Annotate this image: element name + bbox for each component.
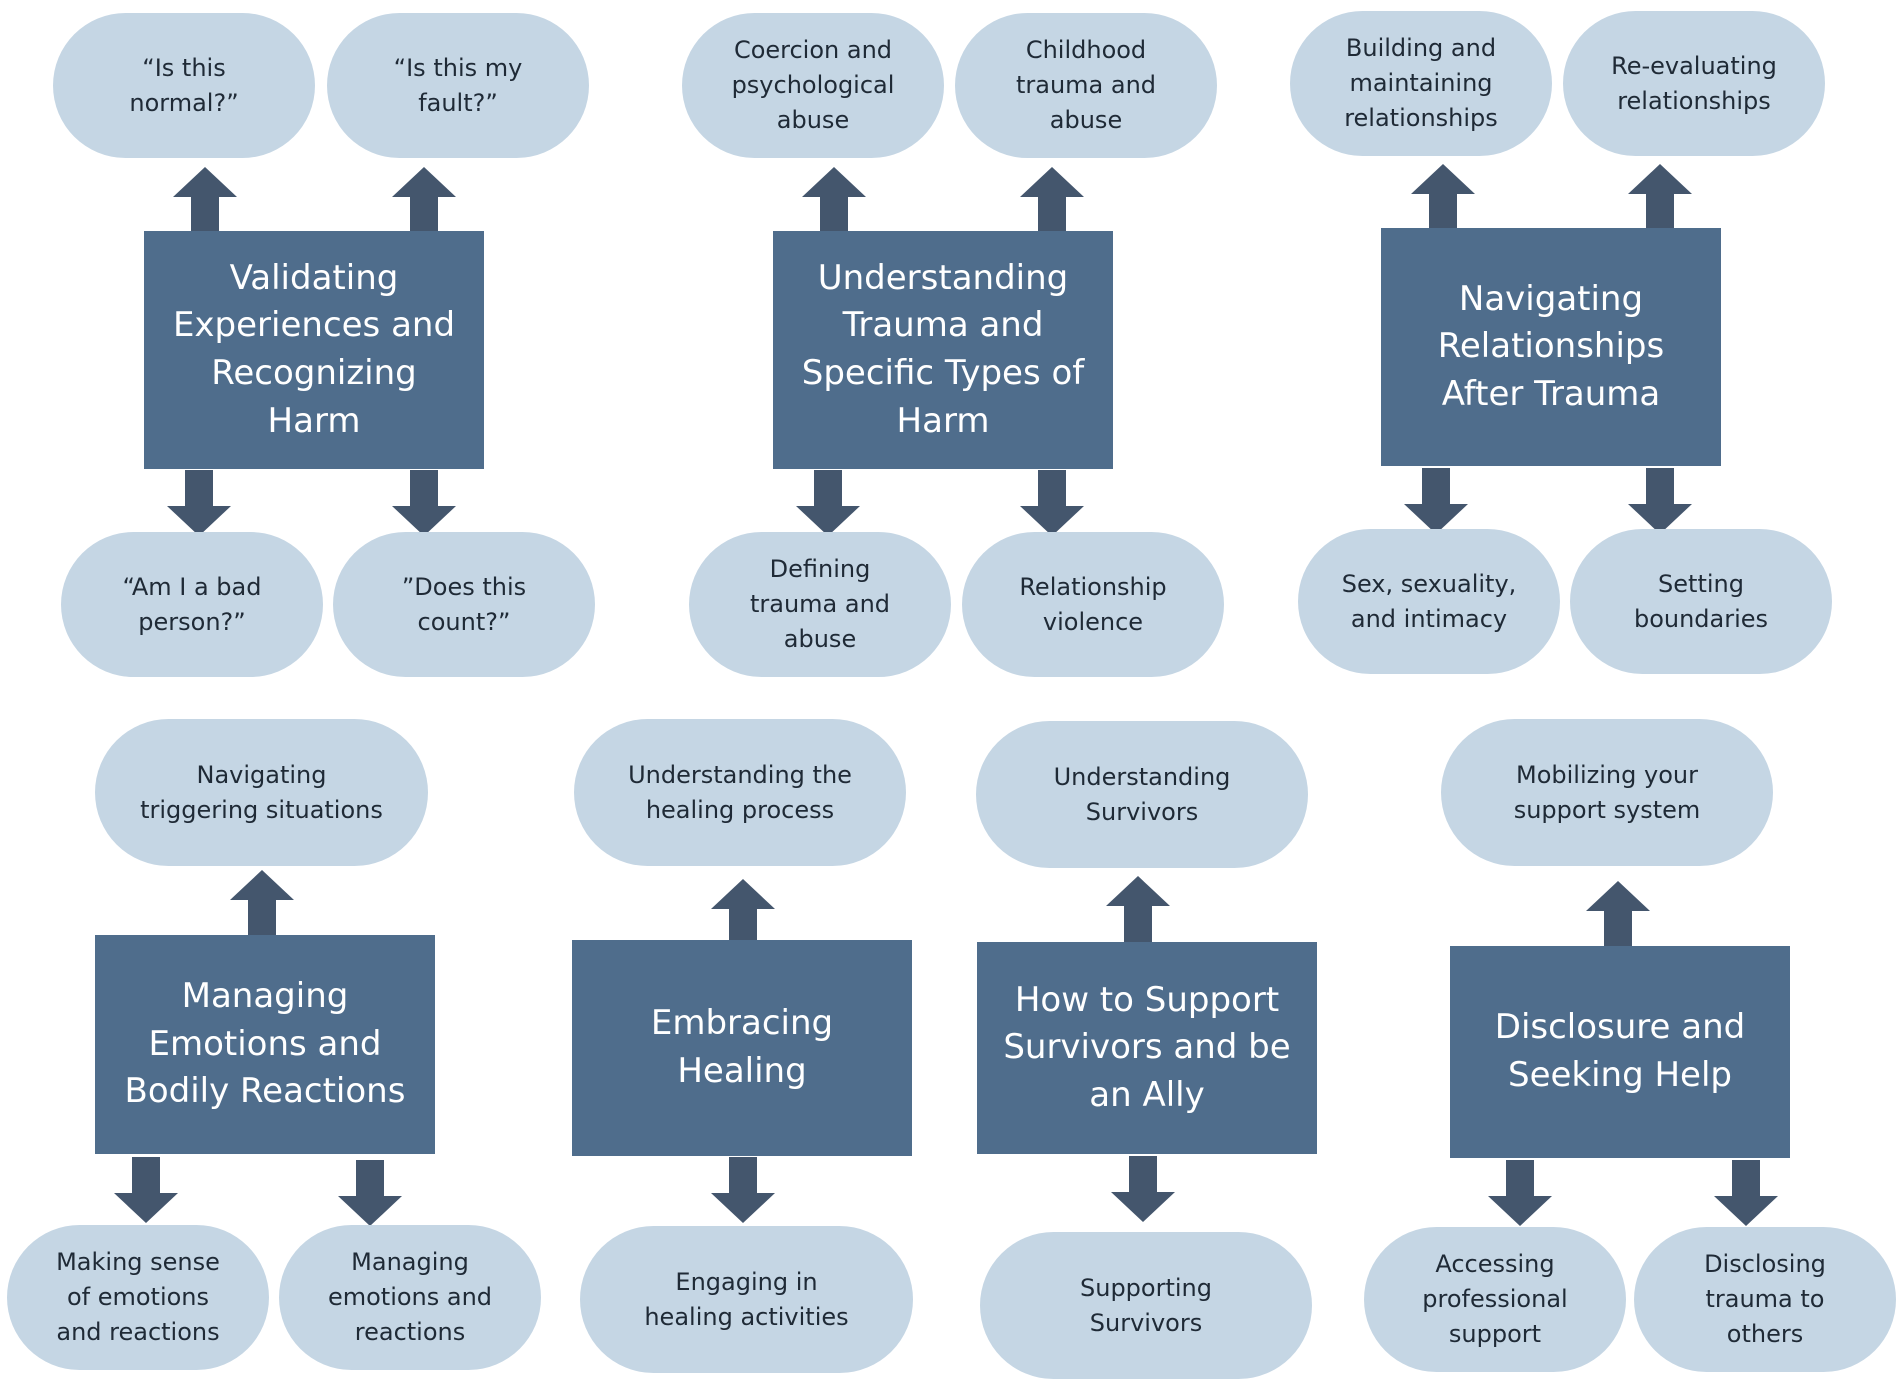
arrow-up-icon	[390, 165, 458, 233]
node-label: Building and maintaining relationships	[1344, 34, 1498, 132]
arrow-up-icon	[228, 868, 296, 936]
topic-title: Managing Emotions and Bodily Reactions	[124, 976, 406, 1112]
arrow-up-icon	[800, 165, 868, 233]
arrow-up-icon	[709, 877, 777, 945]
node-label: Sex, sexuality, and intimacy	[1341, 569, 1517, 633]
arrow-down-icon	[1109, 1156, 1177, 1224]
node-relationship-violence: Relationship violence	[962, 532, 1224, 677]
node-label: Managing emotions and reactions	[327, 1248, 493, 1346]
node-managing-emotions-reactions: Managing emotions and reactions	[279, 1225, 541, 1370]
node-childhood-trauma: Childhood trauma and abuse	[955, 13, 1217, 158]
node-understanding-survivors: Understanding Survivors	[976, 721, 1308, 868]
node-am-i-a-bad-person: “Am I a bad person?”	[61, 532, 323, 677]
node-label: Understanding the healing process	[628, 760, 852, 824]
arrow-down-icon	[1712, 1160, 1780, 1228]
node-label: Defining trauma and abuse	[749, 555, 891, 653]
node-label: Setting boundaries	[1633, 569, 1769, 633]
node-coercion-psychological-abuse: Coercion and psychological abuse	[682, 13, 944, 158]
node-label: “Am I a bad person?”	[122, 572, 262, 636]
arrow-up-icon	[171, 165, 239, 233]
arrow-down-icon	[1486, 1160, 1554, 1228]
node-label: “Is this my fault?”	[393, 53, 523, 117]
topic-title: How to Support Survivors and be an Ally	[1003, 979, 1291, 1115]
arrow-down-icon	[165, 470, 233, 538]
node-label: Supporting Survivors	[1080, 1273, 1212, 1337]
arrow-up-icon	[1626, 162, 1694, 230]
node-label: “Is this normal?”	[129, 53, 239, 117]
node-defining-trauma: Defining trauma and abuse	[689, 532, 951, 677]
node-setting-boundaries: Setting boundaries	[1570, 529, 1832, 674]
topic-validating-experiences: Validating Experiences and Recognizing H…	[144, 231, 484, 469]
arrow-down-icon	[709, 1157, 777, 1225]
node-making-sense-of-emotions: Making sense of emotions and reactions	[7, 1225, 269, 1370]
topic-title: Navigating Relationships After Trauma	[1437, 278, 1665, 414]
node-label: Childhood trauma and abuse	[1015, 36, 1157, 134]
node-label: Accessing professional support	[1422, 1250, 1568, 1348]
node-does-this-count: ”Does this count?”	[333, 532, 595, 677]
arrow-up-icon	[1409, 162, 1477, 230]
topic-understanding-trauma: Understanding Trauma and Specific Types …	[773, 231, 1113, 469]
topic-title: Embracing Healing	[650, 1003, 834, 1091]
node-disclosing-trauma: Disclosing trauma to others	[1634, 1227, 1896, 1372]
topic-title: Understanding Trauma and Specific Types …	[801, 257, 1085, 441]
node-supporting-survivors: Supporting Survivors	[980, 1232, 1312, 1379]
arrow-up-icon	[1584, 879, 1652, 947]
arrow-up-icon	[1104, 874, 1172, 942]
topic-navigating-relationships: Navigating Relationships After Trauma	[1381, 228, 1721, 466]
topic-support-survivors-ally: How to Support Survivors and be an Ally	[977, 942, 1317, 1154]
arrow-down-icon	[336, 1160, 404, 1228]
topic-title: Disclosure and Seeking Help	[1494, 1007, 1746, 1095]
topic-embracing-healing: Embracing Healing	[572, 940, 912, 1156]
arrow-down-icon	[112, 1157, 180, 1225]
node-sex-sexuality-intimacy: Sex, sexuality, and intimacy	[1298, 529, 1560, 674]
node-label: Engaging in healing activities	[644, 1267, 849, 1331]
arrow-down-icon	[1402, 468, 1470, 536]
arrow-down-icon	[1018, 470, 1086, 538]
topic-disclosure-seeking-help: Disclosure and Seeking Help	[1450, 946, 1790, 1158]
node-mobilizing-support-system: Mobilizing your support system	[1441, 719, 1773, 866]
arrow-up-icon	[1018, 165, 1086, 233]
arrow-down-icon	[794, 470, 862, 538]
node-building-relationships: Building and maintaining relationships	[1290, 11, 1552, 156]
topic-title: Validating Experiences and Recognizing H…	[172, 257, 456, 441]
node-label: Navigating triggering situations	[140, 760, 383, 824]
node-label: Disclosing trauma to others	[1704, 1250, 1826, 1348]
node-is-this-normal: “Is this normal?”	[53, 13, 315, 158]
node-understanding-healing-process: Understanding the healing process	[574, 719, 906, 866]
node-label: Re-evaluating relationships	[1611, 51, 1777, 115]
node-label: Understanding Survivors	[1053, 762, 1231, 826]
node-is-this-my-fault: “Is this my fault?”	[327, 13, 589, 158]
node-accessing-professional-support: Accessing professional support	[1364, 1227, 1626, 1372]
node-label: Mobilizing your support system	[1513, 760, 1701, 824]
node-re-evaluating-relationships: Re-evaluating relationships	[1563, 11, 1825, 156]
arrow-down-icon	[1626, 468, 1694, 536]
node-label: Coercion and psychological abuse	[731, 36, 895, 134]
node-engaging-healing-activities: Engaging in healing activities	[580, 1226, 913, 1373]
node-label: Relationship violence	[1019, 572, 1167, 636]
node-label: ”Does this count?”	[401, 572, 527, 636]
node-navigating-triggering-situations: Navigating triggering situations	[95, 719, 428, 866]
arrow-down-icon	[390, 470, 458, 538]
topic-managing-emotions: Managing Emotions and Bodily Reactions	[95, 935, 435, 1154]
node-label: Making sense of emotions and reactions	[56, 1248, 220, 1346]
